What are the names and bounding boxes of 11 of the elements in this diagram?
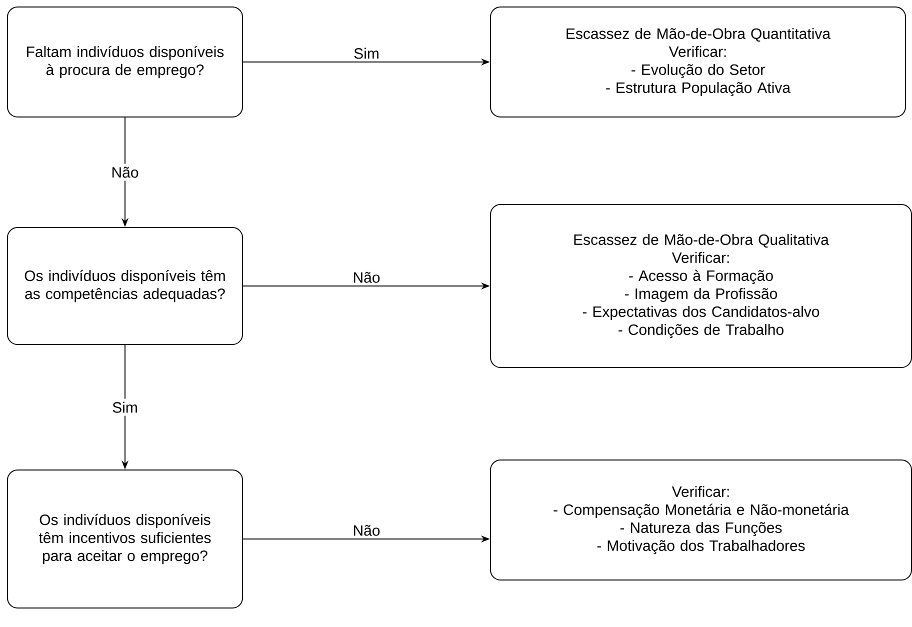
process-box: Verificar: - Compensação Monetária e Não-monetária - Natureza das Funções - Motivação dos Trabalhadores <box>490 460 912 580</box>
process-box: Faltam indivíduos disponíveis à procura de emprego? <box>7 6 243 118</box>
edge-label: Não <box>108 164 142 181</box>
process-box: Os indivíduos disponíveis têm incentivos suficientes para aceitar o emprego? <box>7 470 243 608</box>
process-box: Escassez de Mão-de-Obra Qualitativa Verificar: - Acesso à Formação - Imagem da Profissão - Expectativas dos Candidatos-alvo - Condições de Trabalho <box>490 204 912 368</box>
edge-label: Não <box>354 272 380 283</box>
edge-label: Não <box>354 524 380 536</box>
process-box: Os indivíduos disponíveis têm as competências adequadas? <box>7 227 243 345</box>
edge-label: Sim <box>109 398 141 416</box>
process-box: Escassez de Mão-de-Obra Quantitativa Verificar: - Evolução do Setor - Estrutura População Ativa <box>490 6 906 118</box>
edge-label: Sim <box>354 48 378 59</box>
